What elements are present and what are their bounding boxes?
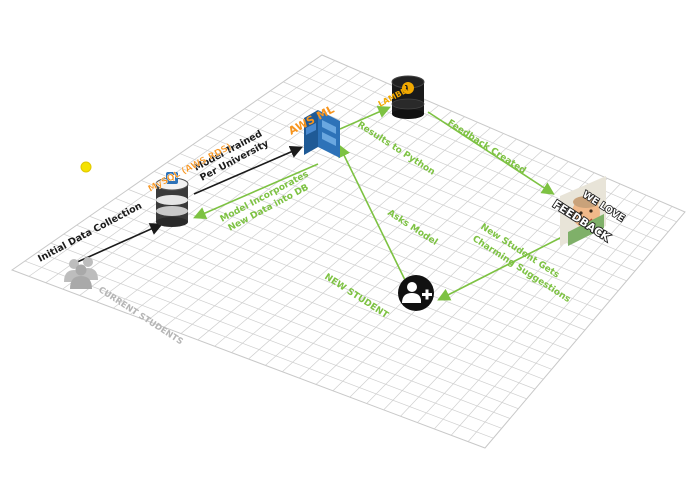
grid-line xyxy=(113,88,400,309)
grid-line xyxy=(45,65,349,283)
grid-line xyxy=(62,71,362,290)
arrow-lambda-to-feedback xyxy=(427,111,555,195)
grid-line xyxy=(450,200,660,436)
svg-text:λ: λ xyxy=(405,84,410,93)
aws-ml-icon xyxy=(304,110,340,158)
grid-line xyxy=(298,150,543,379)
grid-plane xyxy=(10,54,686,449)
database-icon xyxy=(155,172,189,227)
grid-line xyxy=(282,144,530,372)
grid-line xyxy=(96,82,388,303)
grid-line xyxy=(180,110,452,334)
grid-line xyxy=(349,166,582,398)
grid-line xyxy=(214,122,478,347)
grid-line xyxy=(231,127,491,353)
yellow-marker-icon xyxy=(80,161,92,173)
grid-line xyxy=(130,93,413,315)
arrow-feedback-to-newstudent xyxy=(437,236,563,301)
grid-line xyxy=(248,133,504,360)
grid-line xyxy=(315,155,556,385)
lambda-icon: λ xyxy=(391,75,425,119)
grid-line xyxy=(28,60,336,277)
people-group-icon xyxy=(64,257,98,289)
feedback-node: WE LOVE FEEDBACK xyxy=(549,176,627,246)
arrow-awsml-to-db xyxy=(193,163,319,220)
arrow-awsml-to-lambda xyxy=(339,105,391,130)
grid-line xyxy=(197,116,465,341)
arrow-students-to-db xyxy=(74,223,163,264)
new-student-node xyxy=(398,275,434,311)
add-user-icon xyxy=(398,275,434,311)
grid-line xyxy=(366,172,595,404)
grid-line xyxy=(434,194,647,430)
grid-line xyxy=(163,105,439,328)
arrow-newstudent-to-awsml xyxy=(338,144,406,281)
arrow-db-to-awsml xyxy=(193,145,303,195)
feedback-meme-icon xyxy=(560,176,606,246)
connections xyxy=(74,105,563,301)
grid-line xyxy=(146,99,426,322)
grid-line xyxy=(332,161,569,392)
grid-line xyxy=(467,206,673,442)
